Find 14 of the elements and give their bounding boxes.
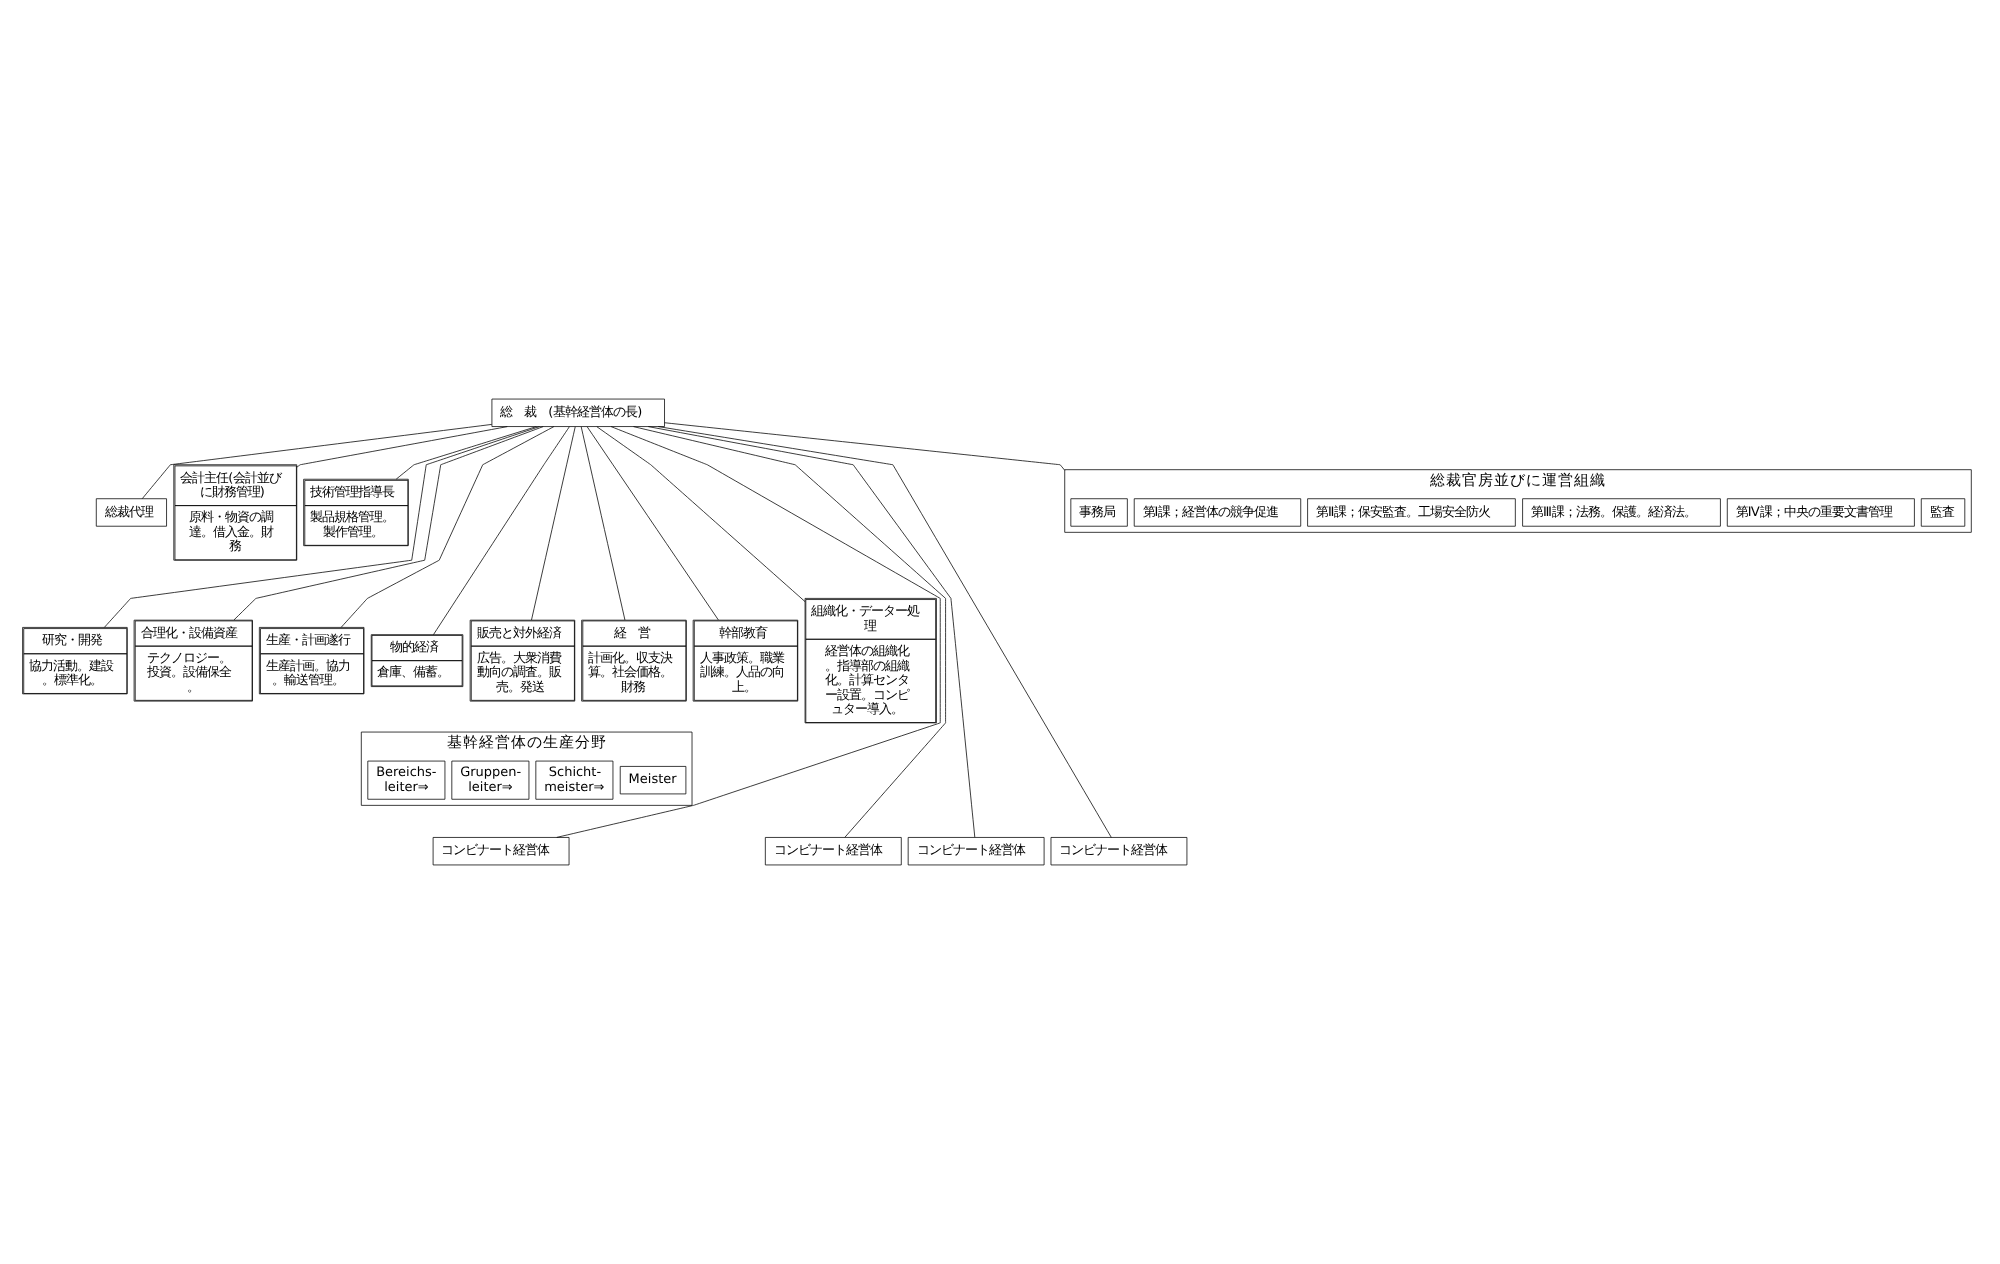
connector (556, 426, 941, 838)
connector (433, 426, 570, 635)
connector (580, 426, 626, 621)
connector (395, 426, 537, 480)
connector (141, 424, 493, 499)
connector (531, 426, 576, 621)
connector (586, 426, 719, 621)
connector (104, 426, 540, 628)
connector (296, 426, 508, 468)
connector (596, 426, 806, 602)
connector (233, 426, 544, 621)
connector (657, 426, 1112, 838)
connector (340, 426, 555, 628)
connector (664, 422, 1066, 471)
